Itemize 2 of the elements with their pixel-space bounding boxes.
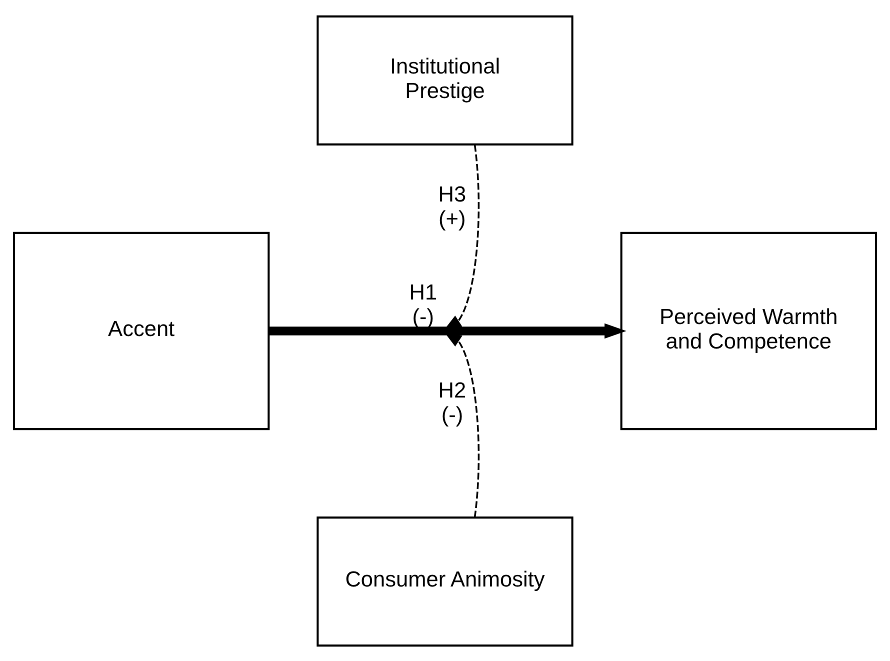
edge-label: H3 (+) <box>438 181 466 231</box>
edge-label: H2 (-) <box>438 377 466 427</box>
